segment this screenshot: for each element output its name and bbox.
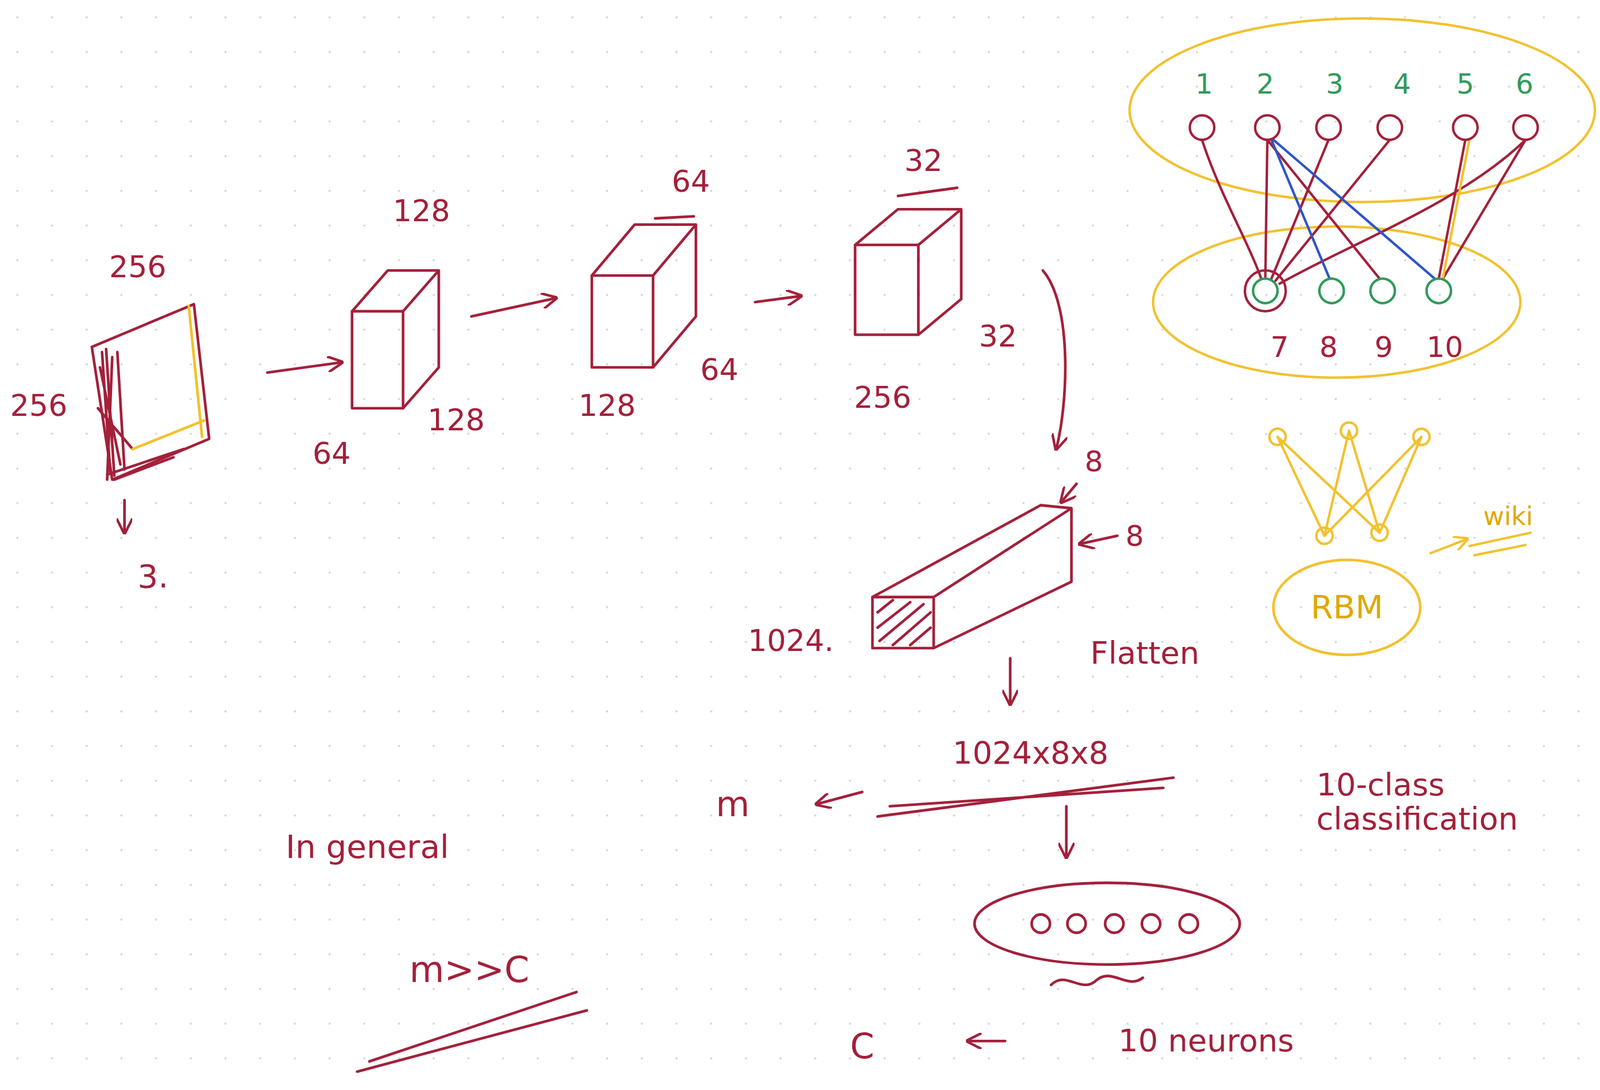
pointer-arrow [816,791,863,804]
image-shading [98,348,184,480]
neuron [1105,914,1124,933]
flow-arrow [1042,270,1066,449]
image-highlight [132,306,205,449]
step-label: Flatten [1090,635,1200,670]
dimension-label: 1024x8x8 [952,735,1109,770]
underline [877,777,1174,816]
neuron-number: 6 [1515,68,1534,99]
pointer-arrow [967,1039,1005,1043]
highlight-ring [1244,270,1286,312]
dimension-label: 128 [578,389,636,423]
neuron [1067,914,1087,933]
feature-block [591,224,696,368]
dimension-label: 64 [700,353,739,387]
dimension-label: 8 [1084,445,1104,477]
connection [1202,139,1526,284]
neuron-number: 1 [1195,68,1214,99]
squiggle [1050,975,1143,985]
dimension-label: 256 [853,381,912,415]
input-image [91,304,210,480]
note-text: 10 neurons [1118,1023,1294,1058]
model-ellipse: RBM [1270,556,1424,658]
dimension-label: 8 [1125,519,1144,552]
neuron-number: 3 [1325,68,1344,99]
flow-arrow [1064,806,1068,857]
note-text: In general [285,829,450,865]
neuron [1340,422,1357,439]
neuron [1316,527,1333,544]
neuron [1377,115,1402,140]
neuron [1252,278,1278,303]
neuron [1453,115,1478,140]
dimension-tick [897,187,957,196]
neuron-number: 8 [1319,330,1338,363]
neuron-number: 4 [1393,68,1412,99]
neuron [1426,278,1452,303]
flow-arrow [471,297,557,317]
dimension-label: 256 [109,250,167,284]
neuron-number: 10 [1426,330,1464,363]
flow-arrow [755,295,802,302]
underline [357,991,588,1072]
dimension-label: 32 [904,144,943,178]
connection [1442,139,1470,279]
note-text: 10-class classification [1316,767,1600,837]
neuron [1142,914,1161,933]
neuron [1179,914,1199,933]
block-hatching [877,599,931,645]
neuron-number: 2 [1256,68,1275,99]
connection [1271,139,1435,279]
feature-block [352,270,439,409]
neuron [1413,428,1430,445]
note-text: m>>C [409,949,530,989]
neuron [1255,115,1280,140]
neuron [1513,115,1538,140]
flow-arrow [267,362,342,373]
dimension-tick [655,216,695,219]
output-layer [974,882,1240,964]
dimension-arrow [1061,483,1077,502]
neuron [1031,914,1051,933]
pointer-arrow [1430,538,1468,554]
neuron-number: 7 [1270,330,1289,363]
neuron [1371,524,1388,541]
dimension-label: 3. [137,558,169,595]
neuron [1190,115,1215,140]
dimension-label: 1024. [747,624,834,658]
dimension-label: 256 [10,389,68,423]
symbol-label: C [849,1026,875,1065]
connection [1277,430,1422,536]
flatten-arrow [1008,658,1012,705]
layer-enclosure [1153,226,1521,378]
neuron [1370,278,1395,303]
neuron-number: 5 [1456,68,1475,99]
dimension-label: 128 [392,194,450,228]
neuron [1316,115,1341,140]
reference-note: wiki [1483,502,1534,531]
dimension-label: 64 [312,437,351,471]
channel-arrow [122,500,126,533]
neuron [1269,428,1286,445]
symbol-label: m [715,784,750,823]
neuron-number: 9 [1374,330,1393,363]
underline [1469,532,1531,555]
dimension-label: 128 [427,403,485,437]
feature-block [872,505,1072,648]
node-text: RBM [1310,588,1384,625]
dimension-label: 32 [978,319,1017,353]
feature-block [855,209,962,335]
dimension-arrow [1079,535,1118,544]
dimension-label: 64 [671,165,710,199]
neuron [1319,278,1344,303]
